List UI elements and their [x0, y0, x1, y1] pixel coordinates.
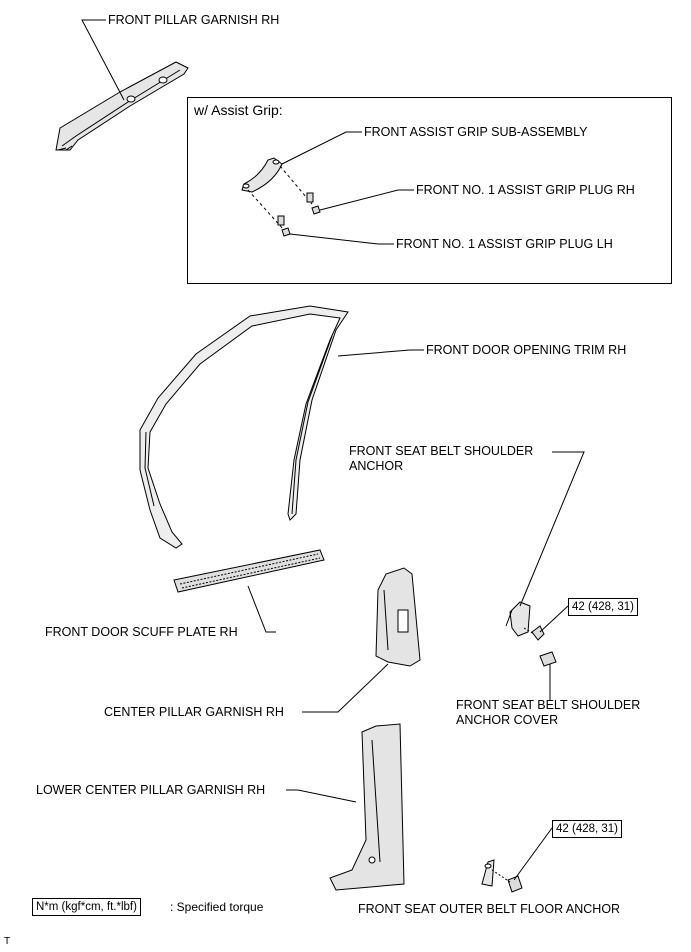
leader-front-pillar-garnish [81, 19, 125, 101]
label-grip-plug-rh: FRONT NO. 1 ASSIST GRIP PLUG RH [416, 183, 635, 197]
grip-screw-left [277, 215, 285, 226]
shoulder-anchor-cover-part [539, 651, 557, 667]
leader-floor-torque [513, 827, 553, 881]
leader-grip-plug-lh [289, 233, 394, 245]
legend-torque-text: : Specified torque [170, 900, 264, 914]
grip-plug-rh-part [311, 205, 321, 215]
torque-box-shoulder: 42 (428, 31) [568, 598, 639, 616]
grip-dash-right [279, 165, 313, 205]
scuff-plate-part [173, 549, 325, 593]
label-front-pillar-garnish: FRONT PILLAR GARNISH RH [108, 13, 280, 27]
shoulder-anchor-part [505, 601, 531, 637]
label-front-assist-grip: FRONT ASSIST GRIP SUB-ASSEMBLY [364, 125, 588, 139]
leader-grip-plug-rh [319, 189, 414, 211]
label-anchor-cover-line1: FRONT SEAT BELT SHOULDER [456, 698, 641, 712]
label-center-pillar: CENTER PILLAR GARNISH RH [104, 705, 284, 719]
leader-lower-center-pillar [286, 789, 357, 803]
shoulder-anchor-bolt [523, 625, 545, 641]
label-door-opening-trim: FRONT DOOR OPENING TRIM RH [426, 343, 627, 357]
assist-grip-inset: w/ Assist Grip: [187, 97, 672, 284]
leader-door-opening-trim [337, 349, 424, 357]
label-scuff-plate: FRONT DOOR SCUFF PLATE RH [45, 625, 238, 639]
corner-mark: T [4, 936, 11, 947]
center-pillar-garnish-part [375, 567, 421, 667]
label-grip-plug-lh: FRONT NO. 1 ASSIST GRIP PLUG LH [396, 237, 613, 251]
leader-scuff-plate [247, 585, 276, 633]
label-anchor-cover-line2: ANCHOR COVER [456, 713, 559, 727]
leader-shoulder-torque [539, 605, 569, 633]
torque-box-floor: 42 (428, 31) [552, 820, 623, 838]
door-opening-trim-part [139, 305, 349, 549]
leader-center-pillar [302, 663, 389, 713]
floor-anchor-bolt [491, 869, 523, 893]
leader-front-assist-grip [281, 131, 362, 165]
front-pillar-garnish-part [55, 61, 189, 151]
label-lower-center-pillar: LOWER CENTER PILLAR GARNISH RH [36, 783, 266, 797]
label-shoulder-anchor-line1: FRONT SEAT BELT SHOULDER [349, 444, 534, 458]
grip-screw-right [306, 192, 314, 203]
assist-grip-title: w/ Assist Grip: [194, 102, 283, 118]
label-shoulder-anchor-line2: ANCHOR [349, 459, 404, 473]
lower-center-pillar-garnish-part [329, 723, 405, 891]
leader-shoulder-anchor [519, 451, 585, 607]
legend-torque-box: N*m (kgf*cm, ft.*lbf) [32, 898, 141, 916]
floor-anchor-part [481, 859, 495, 887]
label-floor-anchor: FRONT SEAT OUTER BELT FLOOR ANCHOR [358, 902, 621, 916]
